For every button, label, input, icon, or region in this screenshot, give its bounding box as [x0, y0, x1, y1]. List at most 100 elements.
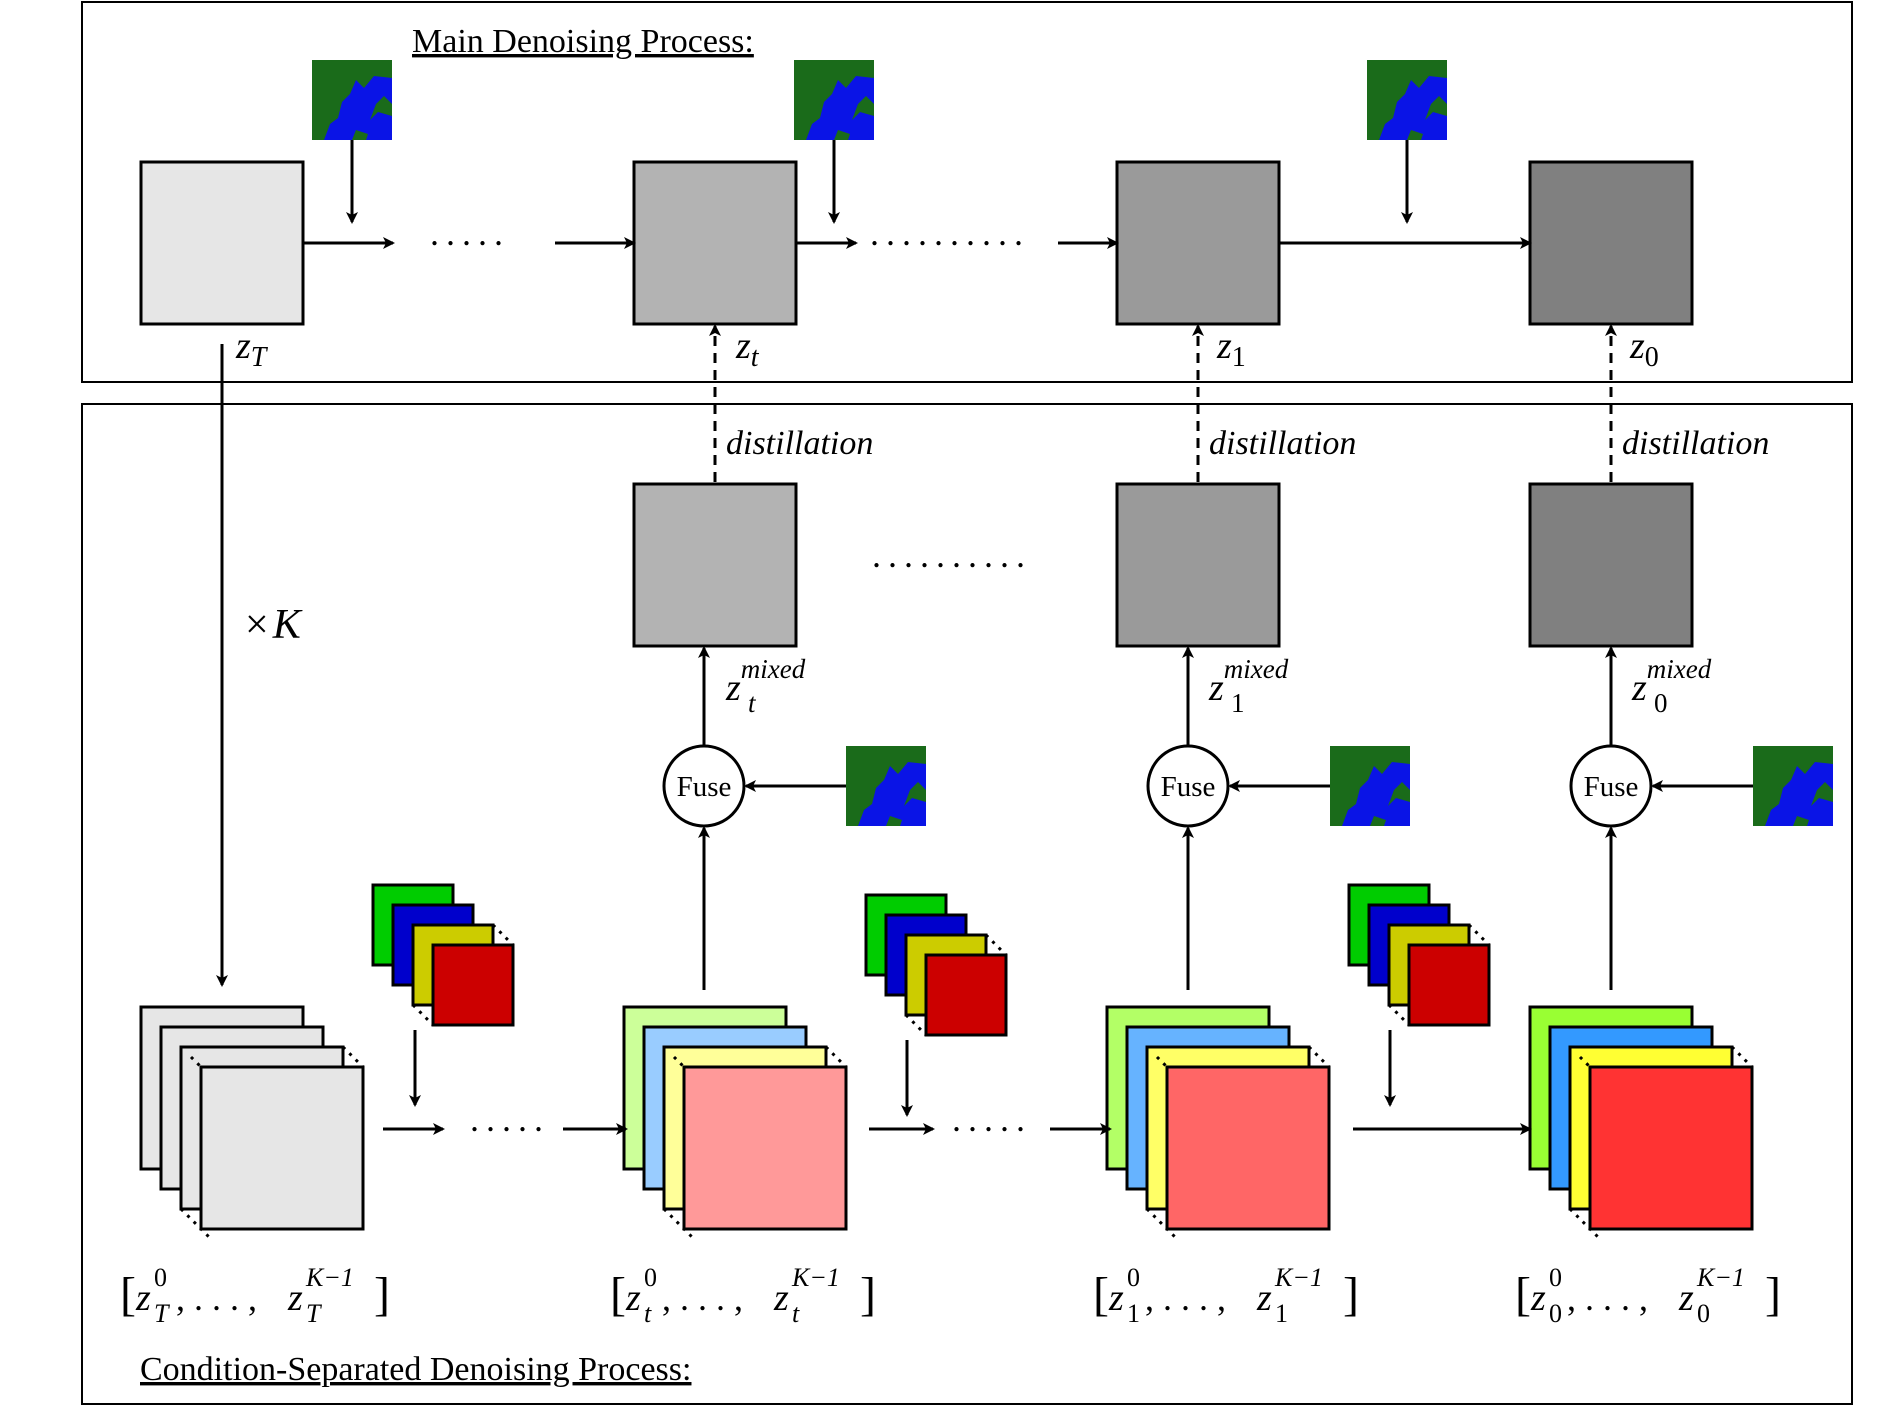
fuse-node-0: Fuse: [1569, 744, 1653, 828]
svg-text:]: ]: [860, 1268, 876, 1321]
bottom-ellipsis-a: .....: [470, 1099, 550, 1139]
main-panel-title: Main Denoising Process:: [412, 23, 754, 60]
stack-label-zT: [ z 0 T , . . . , z K−1 T ]: [120, 1263, 390, 1328]
distillation-label: distillation: [726, 425, 873, 462]
svg-text:z: z: [1678, 1277, 1694, 1319]
svg-text:Fuse: Fuse: [1161, 771, 1216, 803]
latent-layer: [1165, 1065, 1331, 1231]
svg-text:0: 0: [1127, 1263, 1140, 1292]
svg-text:z: z: [1530, 1277, 1546, 1319]
main-ellipsis-b: ..........: [870, 213, 1030, 253]
latent-stack-z0: [1528, 1005, 1754, 1241]
condition-mask-stack-icon: [371, 883, 515, 1027]
label-z0: z0: [1629, 325, 1659, 373]
segmentation-map-icon: [1330, 746, 1410, 826]
mixed-latent-t: [632, 482, 798, 648]
svg-text:K−1: K−1: [791, 1263, 840, 1292]
stack-depth-line: [341, 1045, 365, 1069]
svg-text:, . . . ,: , . . . ,: [662, 1278, 743, 1318]
cond-panel-title: Condition-Separated Denoising Process:: [140, 1351, 691, 1388]
svg-text:z: z: [773, 1277, 789, 1319]
svg-text:[: [: [1515, 1268, 1531, 1321]
mask-depth-line: [411, 1003, 435, 1027]
label-zt: zt: [735, 325, 760, 373]
svg-text:0: 0: [644, 1263, 657, 1292]
stack-depth-line: [672, 1055, 686, 1069]
main-ellipsis-a: .....: [430, 213, 510, 253]
svg-text:]: ]: [374, 1268, 390, 1321]
label-z-mixed-t: zmixed: [725, 654, 806, 709]
mixed-latent-1: [1115, 482, 1281, 648]
svg-text:, . . . ,: , . . . ,: [1567, 1278, 1648, 1318]
svg-text:1: 1: [1127, 1299, 1140, 1328]
mask-depth-line: [491, 923, 515, 947]
label-z-mixed-0-sub: 0: [1654, 688, 1668, 718]
condition-mask-stack-icon: [1347, 883, 1491, 1027]
stack-label-z0: [ z 0 0 , . . . , z K−1 0 ]: [1515, 1263, 1781, 1328]
condition-mask-layer: [924, 953, 1008, 1037]
svg-text:K−1: K−1: [1274, 1263, 1323, 1292]
svg-text:1: 1: [1275, 1299, 1288, 1328]
label-z-mixed-1: zmixed: [1208, 654, 1289, 709]
mask-depth-line: [1387, 1003, 1411, 1027]
label-zT: zT: [235, 325, 269, 373]
svg-text:z: z: [135, 1277, 151, 1319]
svg-text:K−1: K−1: [1696, 1263, 1745, 1292]
label-z-mixed-0: zmixed: [1631, 654, 1712, 709]
svg-text:0: 0: [1549, 1263, 1562, 1292]
svg-text:, . . . ,: , . . . ,: [176, 1278, 257, 1318]
condition-mask-stack-icon: [864, 893, 1008, 1037]
segmentation-map-icon: [846, 746, 926, 826]
svg-text:]: ]: [1343, 1268, 1359, 1321]
stack-depth-line: [824, 1045, 848, 1069]
latent-layer: [199, 1065, 365, 1231]
svg-text:z: z: [287, 1277, 303, 1319]
svg-text:[: [: [1093, 1268, 1109, 1321]
times-k-label: ×K: [245, 602, 303, 648]
distillation-label: distillation: [1622, 425, 1769, 462]
svg-text:K−1: K−1: [305, 1263, 354, 1292]
segmentation-map-icon: [1367, 60, 1447, 140]
svg-text:T: T: [306, 1299, 322, 1328]
label-z-mixed-t-sub: t: [748, 688, 757, 718]
svg-text:0: 0: [1697, 1299, 1710, 1328]
bottom-ellipsis-b: .....: [952, 1099, 1032, 1139]
main-latent-z1: [1115, 160, 1281, 326]
condition-mask-layer: [431, 943, 515, 1027]
svg-text:Fuse: Fuse: [1584, 771, 1639, 803]
svg-text:z: z: [625, 1277, 641, 1319]
stack-label-zt: [ z 0 t , . . . , z K−1 t ]: [610, 1263, 876, 1328]
condition-mask-layer: [1407, 943, 1491, 1027]
latent-layer: [682, 1065, 848, 1231]
middle-ellipsis: ..........: [872, 535, 1032, 575]
segmentation-map-icon: [1753, 746, 1833, 826]
mixed-latent-0: [1528, 482, 1694, 648]
main-latent-zt: [632, 160, 798, 326]
svg-text:T: T: [154, 1299, 170, 1328]
label-z-mixed-1-sub: 1: [1231, 688, 1245, 718]
svg-text:[: [: [120, 1268, 136, 1321]
stack-depth-line: [1307, 1045, 1331, 1069]
mask-depth-line: [904, 1013, 928, 1037]
stack-depth-line: [189, 1055, 203, 1069]
distillation-label: distillation: [1209, 425, 1356, 462]
latent-stack-zt: [622, 1005, 848, 1241]
stack-depth-line: [1730, 1045, 1754, 1069]
main-latent-z0: [1528, 160, 1694, 326]
latent-stack-zT: [139, 1005, 365, 1241]
svg-text:t: t: [644, 1299, 652, 1328]
svg-text:z: z: [1256, 1277, 1272, 1319]
svg-text:]: ]: [1765, 1268, 1781, 1321]
stack-depth-line: [1155, 1055, 1169, 1069]
segmentation-map-icon: [794, 60, 874, 140]
latent-layer: [1588, 1065, 1754, 1231]
segmentation-map-icon: [312, 60, 392, 140]
latent-stack-z1: [1105, 1005, 1331, 1241]
svg-text:Fuse: Fuse: [677, 771, 732, 803]
svg-text:0: 0: [154, 1263, 167, 1292]
stack-label-z1: [ z 0 1 , . . . , z K−1 1 ]: [1093, 1263, 1359, 1328]
cond-panel: [81, 403, 1853, 1405]
fuse-node-1: Fuse: [1146, 744, 1230, 828]
mask-depth-line: [1467, 923, 1491, 947]
